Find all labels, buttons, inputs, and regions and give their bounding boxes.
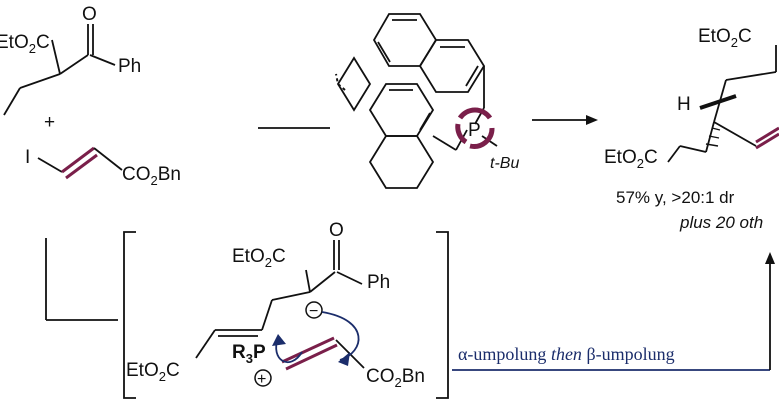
malonate-ester-label: EtO2C: [0, 32, 50, 56]
phosphepine-catalyst: [336, 13, 498, 189]
umpolung-label: α-umpolung then β-umpolung: [458, 344, 675, 364]
intermediate-ketone-oxygen: O: [329, 220, 344, 241]
curved-arrow-head-2: [272, 334, 286, 346]
phosphorus-atom: P: [468, 120, 481, 141]
iodide-label: I: [25, 147, 30, 168]
cation-charge-circle: [254, 369, 272, 387]
starting-malonate: [3, 24, 116, 116]
benzyl-ester-label: CO2Bn: [122, 164, 181, 188]
anion-charge-circle: [305, 301, 323, 319]
product-alkene-accent: [755, 126, 779, 144]
intermediate-phenyl: Ph: [367, 272, 390, 293]
product-ester-top: EtO2C: [698, 26, 752, 50]
product-hydrogen: H: [677, 94, 691, 115]
phosphonium-label: R3P: [232, 342, 266, 366]
phosphorus-ring-highlight: [455, 107, 495, 149]
iodo-acrylate: [37, 146, 123, 180]
malonate-phenyl-label: Ph: [118, 56, 141, 77]
intermediate-ester-top: EtO2C: [232, 246, 286, 270]
product-ester-bottom: EtO2C: [604, 147, 658, 171]
tert-butyl-label: t-Bu: [490, 155, 519, 172]
mechanism-connector: [45, 238, 118, 321]
curved-arrow-head-1: [338, 352, 350, 366]
product-ring: [667, 45, 777, 163]
umpolung-arrow: [452, 252, 775, 371]
intermediate-skeleton: [195, 240, 363, 359]
yield-text: 57% y, >20:1 dr: [616, 188, 735, 207]
malonate-ketone-oxygen: O: [82, 4, 97, 25]
product-alkene-accent-2: [755, 132, 779, 150]
scope-text: plus 20 oth: [679, 213, 763, 232]
product-hashed-bond: [705, 127, 721, 147]
plus-sign: +: [44, 112, 55, 133]
forward-arrow: [532, 115, 598, 125]
intermediate-ester-left: EtO2C: [126, 360, 180, 384]
cation-charge: +: [257, 371, 266, 388]
intermediate-brackets: [123, 231, 449, 399]
intermediate-benzyl-ester: CO2Bn: [366, 366, 425, 390]
anion-charge: −: [309, 303, 318, 320]
